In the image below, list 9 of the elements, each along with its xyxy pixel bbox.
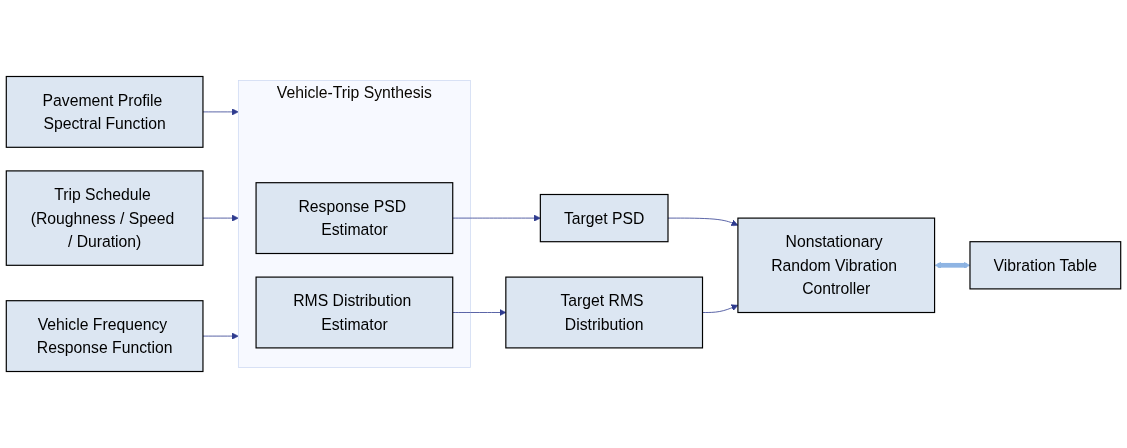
node-box: Trip Schedule (Roughness / Speed / Duration) xyxy=(5,170,204,266)
node-box: Response PSD Estimator xyxy=(255,182,454,255)
node-box: Target PSD xyxy=(539,193,669,243)
node-box: RMS Distribution Estimator xyxy=(255,276,454,349)
node-box: Target RMS Distribution xyxy=(505,276,704,349)
node-box: Vibration Table xyxy=(969,241,1122,290)
node-box: Vehicle Frequency Response Function xyxy=(5,300,204,373)
node-box: Pavement Profile Spectral Function xyxy=(5,75,204,148)
node-box: Nonstationary Random Vibration Controller xyxy=(737,217,936,314)
